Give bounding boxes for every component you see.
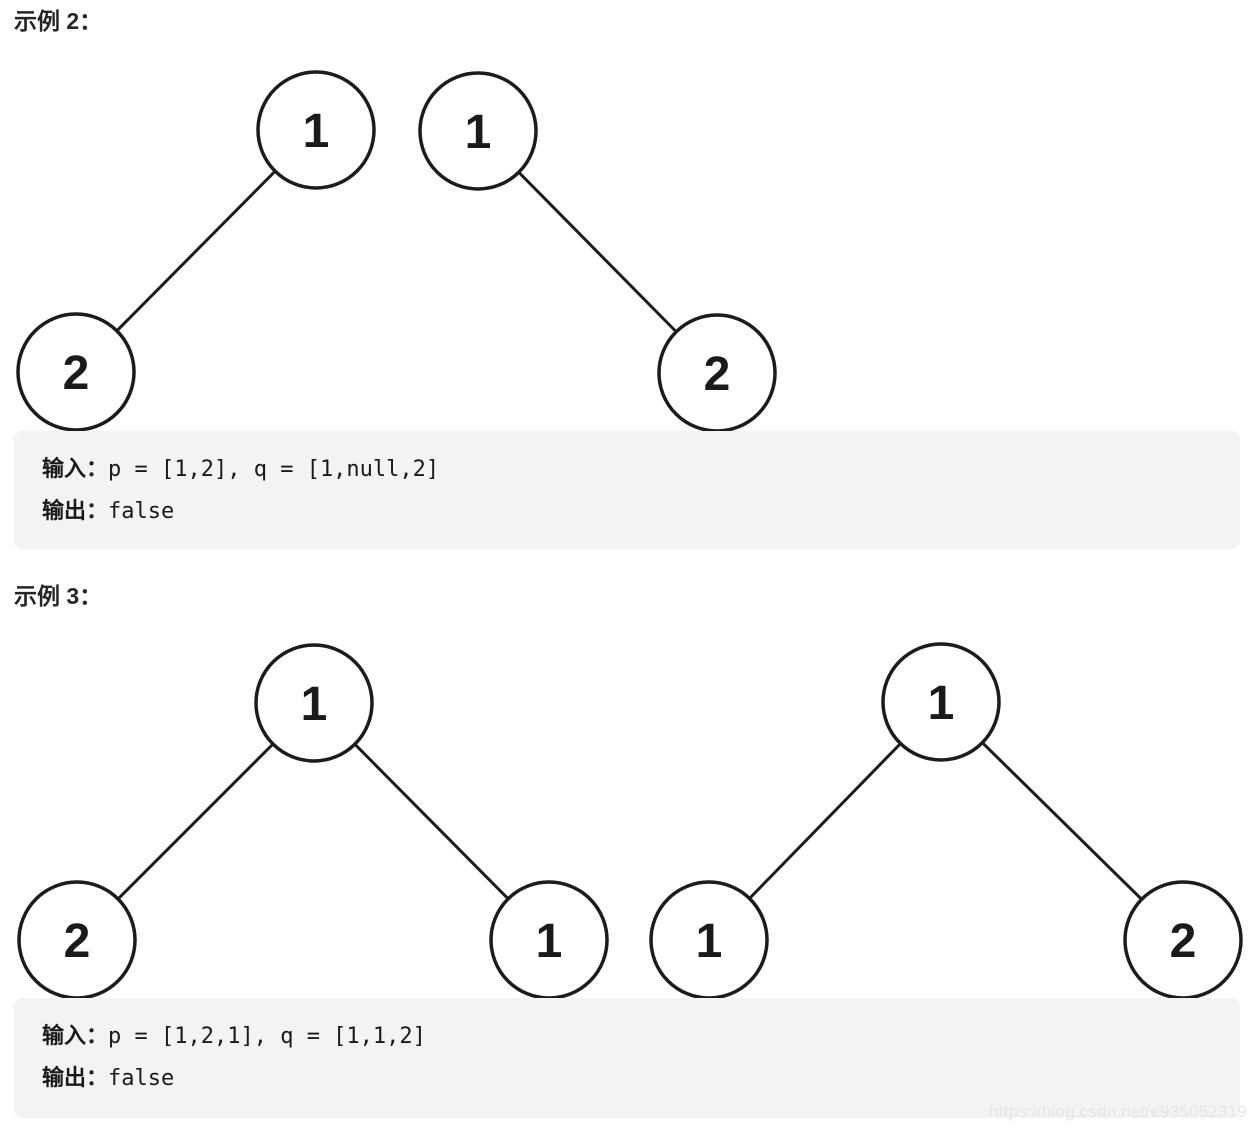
input-value: p = [1,2], q = [1,null,2] xyxy=(108,457,440,482)
output-label: 输出： xyxy=(42,1065,109,1090)
output-value: false xyxy=(108,1066,175,1091)
tree-node-circle xyxy=(649,880,769,998)
tree-node-value: 1 xyxy=(465,106,492,159)
tree-node-circle xyxy=(418,71,538,191)
tree-node-q-2: 2 xyxy=(1123,880,1243,998)
input-label: 输入： xyxy=(42,456,109,481)
example-3-input-line: 输入：p = [1,2,1], q = [1,1,2] xyxy=(42,1015,1212,1057)
tree-node-value: 1 xyxy=(303,105,330,158)
tree-node-circle xyxy=(254,643,374,763)
example-2-output-line: 输出：false xyxy=(42,490,1212,532)
tree-node-value: 1 xyxy=(301,678,328,731)
csdn-blog-watermark: https://blog.csdn.net/e935052319 xyxy=(989,1102,1247,1121)
tree-node-circle xyxy=(17,880,137,998)
input-value: p = [1,2,1], q = [1,1,2] xyxy=(108,1024,426,1049)
input-label: 输入： xyxy=(42,1023,109,1048)
example-2-io-block: 输入：p = [1,2], q = [1,null,2] 输出：false xyxy=(14,431,1240,549)
output-value: false xyxy=(108,499,175,524)
example-2-input-line: 输入：p = [1,2], q = [1,null,2] xyxy=(42,448,1212,490)
tree-node-p-1: 1 xyxy=(256,70,376,190)
example-3-output-line: 输出：false xyxy=(42,1057,1212,1099)
tree-node-p-2: 2 xyxy=(16,312,136,432)
tree-node-circle xyxy=(881,642,1001,762)
tree-node-circle xyxy=(489,880,609,998)
tree-node-value: 2 xyxy=(64,915,91,968)
tree-node-q-1: 1 xyxy=(649,880,769,998)
example-3-heading: 示例 3： xyxy=(14,583,103,609)
tree-node-value: 2 xyxy=(1170,915,1197,968)
tree-node-circle xyxy=(256,70,376,190)
tree-node-value: 1 xyxy=(536,915,563,968)
tree-node-circle xyxy=(1123,880,1243,998)
tree-node-q-1: 1 xyxy=(418,71,538,191)
tree-node-p-1: 1 xyxy=(489,880,609,998)
tree-node-q-2: 2 xyxy=(657,313,777,432)
tree-node-value: 1 xyxy=(696,915,723,968)
tree-node-p-2: 2 xyxy=(17,880,137,998)
tree-node-value: 1 xyxy=(928,677,955,730)
example-3-io-block: 输入：p = [1,2,1], q = [1,1,2] 输出：false xyxy=(14,998,1240,1118)
output-label: 输出： xyxy=(42,498,109,523)
example-2-heading: 示例 2： xyxy=(14,8,103,34)
tree-node-p-1: 1 xyxy=(254,643,374,763)
tree-node-value: 2 xyxy=(704,348,731,401)
tree-node-circle xyxy=(16,312,136,432)
example-2-binary-tree-diagram: 1 2 1 2 xyxy=(16,70,777,432)
tree-node-q-1: 1 xyxy=(881,642,1001,762)
example-3-binary-tree-diagram: 1 2 1 1 1 2 xyxy=(17,642,1243,998)
tree-node-value: 2 xyxy=(63,347,90,400)
